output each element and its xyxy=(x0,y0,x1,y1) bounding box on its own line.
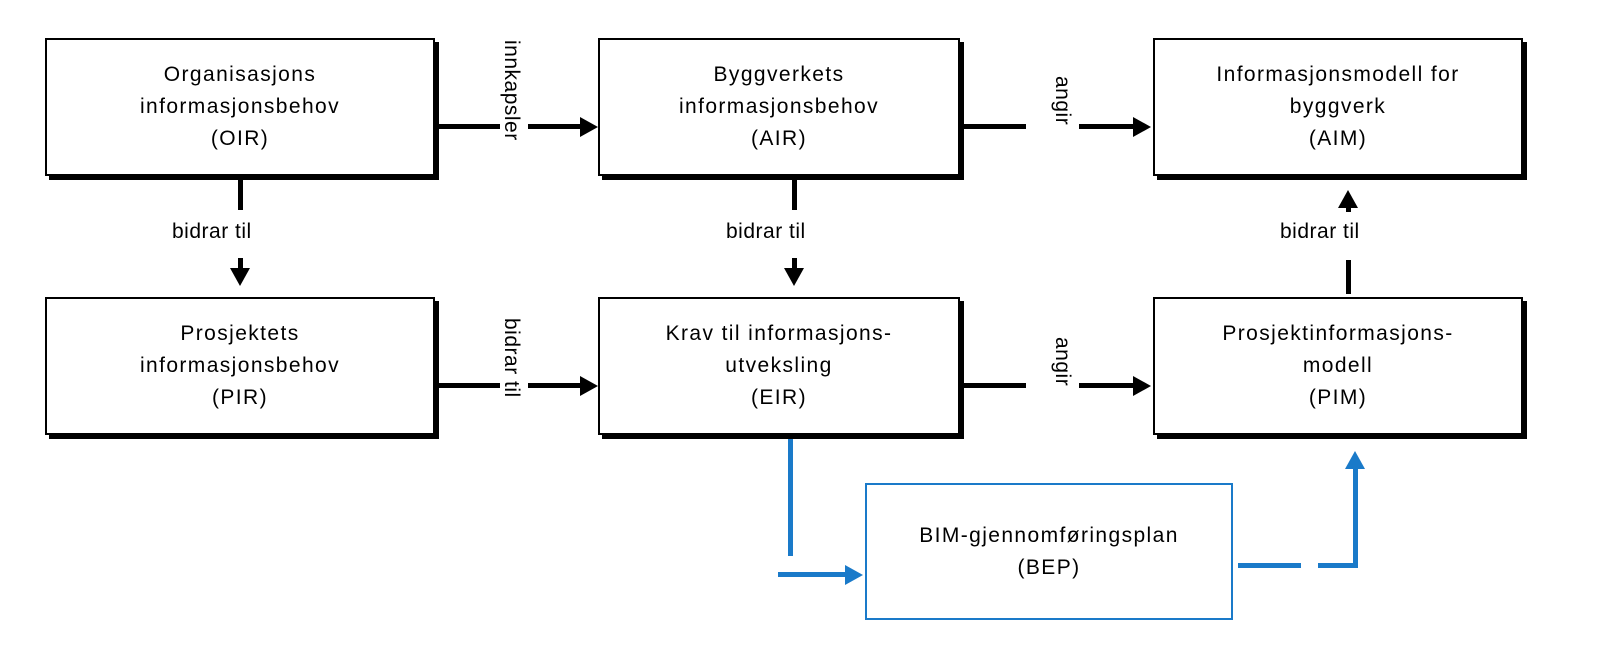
arrowhead-pim-aim xyxy=(1338,190,1358,208)
pim-line2: modell xyxy=(1302,354,1374,377)
blue-arrowhead-to-pim xyxy=(1345,451,1365,469)
air-line1: Byggverkets xyxy=(713,63,845,86)
oir-line1: Organisasjons xyxy=(163,63,317,86)
connector-oir-air-segment-2 xyxy=(528,124,583,129)
connector-label-innkapsler: innkapsler xyxy=(500,40,523,141)
pir-line3: (PIR) xyxy=(212,386,268,409)
pir-box: Prosjektets informasjonsbehov (PIR) xyxy=(45,297,435,435)
air-line3: (AIR) xyxy=(751,127,807,150)
pir-line2: informasjonsbehov xyxy=(139,354,341,377)
arrowhead-pir-eir xyxy=(580,376,598,396)
arrowhead-oir-air xyxy=(580,117,598,137)
connector-pir-eir-segment-1 xyxy=(439,383,500,388)
blue-arrowhead-to-bep xyxy=(845,565,863,585)
aim-line1: Informasjonsmodell for xyxy=(1216,63,1460,86)
blue-connector-bep-pim-horizontal xyxy=(1318,563,1356,568)
connector-oir-air-segment-1 xyxy=(439,124,500,129)
arrowhead-air-aim xyxy=(1133,117,1151,137)
bep-line1: BIM-gjennomføringsplan xyxy=(919,523,1179,547)
arrowhead-eir-pim xyxy=(1133,376,1151,396)
pim-line3: (PIM) xyxy=(1308,386,1368,409)
connector-air-aim-segment-1 xyxy=(964,124,1026,129)
connector-label-air-eir: bidrar til xyxy=(726,220,806,243)
connector-pim-aim-segment-1 xyxy=(1346,260,1351,294)
connector-oir-pir-segment-1 xyxy=(238,180,243,210)
connector-air-eir-segment-1 xyxy=(792,180,797,210)
connector-label-oir-pir: bidrar til xyxy=(172,220,252,243)
connector-air-eir-segment-2 xyxy=(792,258,797,270)
air-line2: informasjonsbehov xyxy=(678,95,880,118)
blue-connector-from-bep xyxy=(1238,563,1301,568)
connector-label-pim-aim: bidrar til xyxy=(1280,220,1360,243)
blue-connector-to-bep xyxy=(778,572,848,577)
pir-line1: Prosjektets xyxy=(180,322,300,345)
bep-box: BIM-gjennomføringsplan (BEP) xyxy=(865,483,1233,620)
eir-line2: utveksling xyxy=(725,354,833,377)
aim-line2: byggverk xyxy=(1289,95,1387,118)
oir-line3: (OIR) xyxy=(210,127,270,150)
connector-label-angir-top: angir xyxy=(1051,76,1074,126)
connector-eir-pim-segment-2 xyxy=(1079,383,1136,388)
oir-box: Organisasjons informasjonsbehov (OIR) xyxy=(45,38,435,176)
pim-box: Prosjektinformasjons- modell (PIM) xyxy=(1153,297,1523,435)
bep-line2: (BEP) xyxy=(1017,555,1081,579)
oir-line2: informasjonsbehov xyxy=(139,95,341,118)
connector-pir-eir-segment-2 xyxy=(528,383,583,388)
connector-pim-aim-segment-2 xyxy=(1346,204,1351,212)
connector-eir-pim-segment-1 xyxy=(964,383,1026,388)
air-box: Byggverkets informasjonsbehov (AIR) xyxy=(598,38,960,176)
connector-label-pir-eir: bidrar til xyxy=(500,318,523,398)
eir-line1: Krav til informasjons- xyxy=(665,322,893,345)
arrowhead-oir-pir xyxy=(230,268,250,286)
blue-connector-pim-up xyxy=(1353,467,1358,568)
connector-air-aim-segment-2 xyxy=(1079,124,1136,129)
aim-box: Informasjonsmodell for byggverk (AIM) xyxy=(1153,38,1523,176)
pim-line1: Prosjektinformasjons- xyxy=(1222,322,1454,345)
arrowhead-air-eir xyxy=(784,268,804,286)
connector-oir-pir-segment-2 xyxy=(238,258,243,270)
aim-line3: (AIM) xyxy=(1308,127,1368,150)
eir-line3: (EIR) xyxy=(751,386,807,409)
blue-connector-eir-down xyxy=(788,439,793,556)
eir-box: Krav til informasjons- utveksling (EIR) xyxy=(598,297,960,435)
connector-label-angir-bottom: angir xyxy=(1051,337,1074,387)
